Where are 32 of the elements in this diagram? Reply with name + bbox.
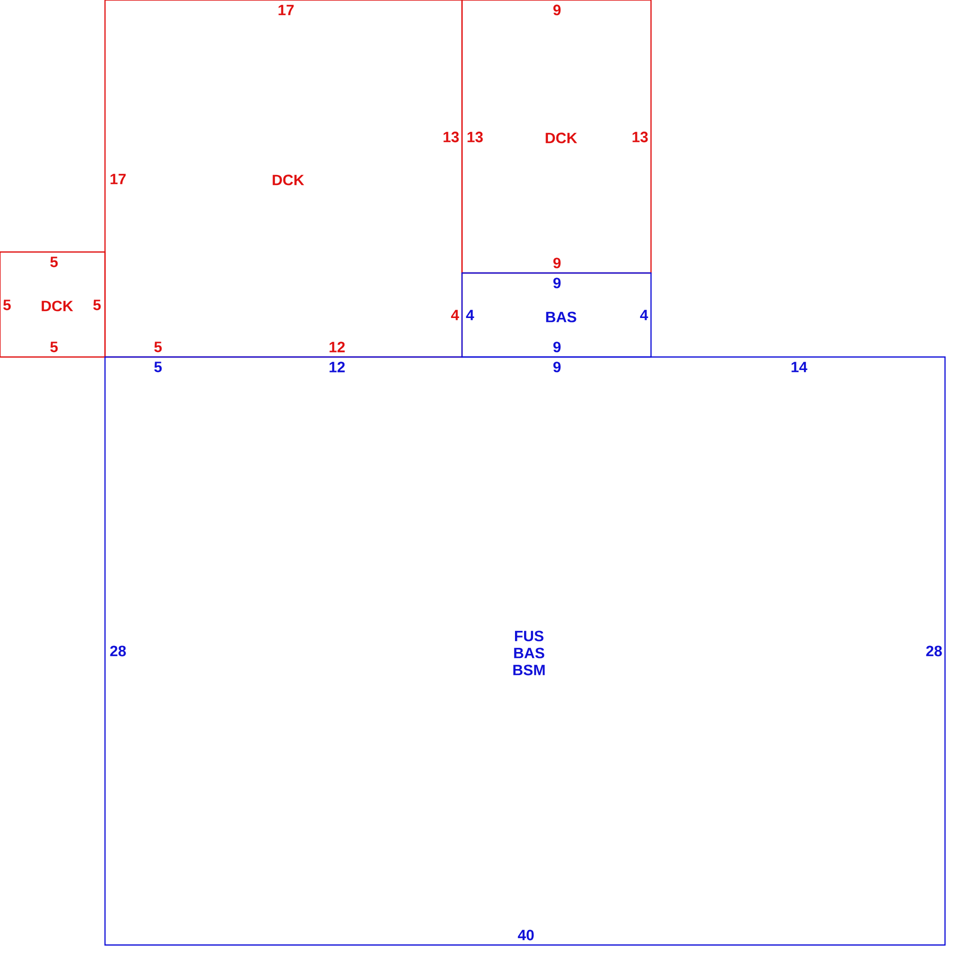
dimension-label: 28	[110, 646, 126, 656]
dimension-label: 5	[154, 342, 162, 352]
dimension-label: 40	[518, 930, 534, 940]
dimension-label: 9	[553, 362, 561, 372]
dimension-label: 5	[50, 342, 58, 352]
dimension-label: 4	[466, 310, 474, 320]
dimension-label: 9	[553, 278, 561, 288]
dimension-label: 5	[154, 362, 162, 372]
dimension-label: 9	[553, 258, 561, 268]
dimension-label: 5	[50, 256, 58, 268]
dimension-label: 5	[93, 300, 101, 310]
dimension-label: 12	[330, 342, 345, 352]
dimension-label: 17	[110, 174, 126, 184]
room-label: BAS	[514, 648, 544, 658]
room-label: DCK	[272, 174, 304, 186]
room-label: FUS	[515, 630, 544, 642]
dimension-label: 5	[3, 300, 11, 310]
dimension-label: 12	[330, 362, 345, 372]
dimension-label: 9	[553, 4, 561, 16]
dimension-label: 4	[451, 310, 460, 320]
room-label: BSM	[513, 664, 545, 676]
room-label: DCK	[42, 300, 74, 312]
dimension-label: 28	[926, 646, 942, 656]
dimension-label: 13	[468, 132, 483, 142]
room-label: DCK	[546, 132, 578, 144]
dimension-label: 9	[553, 342, 561, 352]
room-label: BAS	[546, 312, 576, 322]
dimension-label: 13	[444, 132, 459, 142]
dimension-label: 13	[632, 132, 648, 142]
dimension-label: 14	[792, 362, 808, 372]
dimension-label: 17	[278, 4, 294, 16]
dimension-label: 4	[640, 310, 648, 320]
